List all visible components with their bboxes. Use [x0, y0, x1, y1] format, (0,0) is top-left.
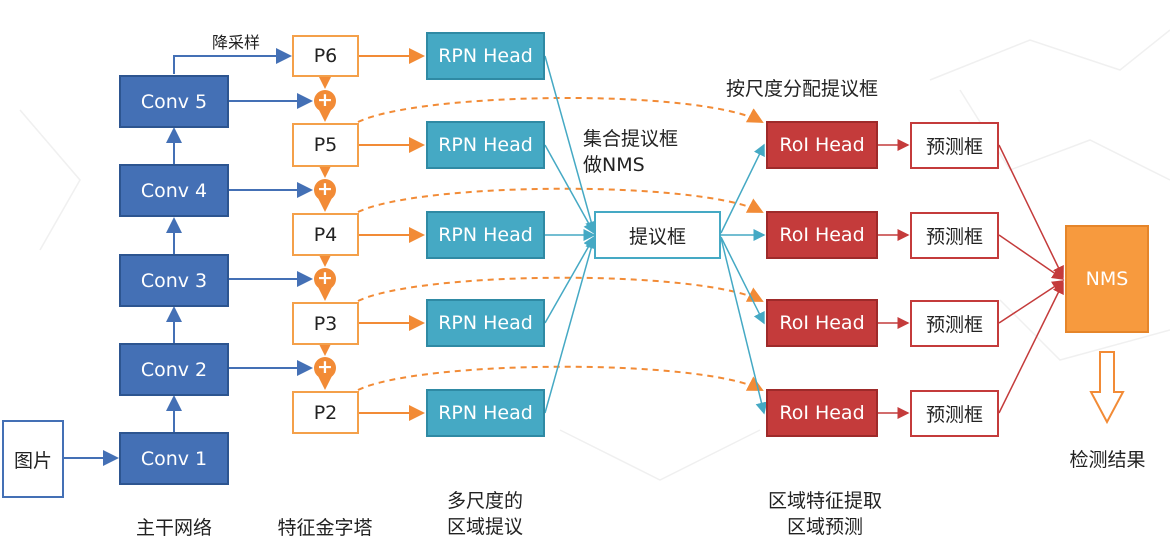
backbone-title: 主干网络 — [135, 517, 212, 539]
nms-note-line2: 做NMS — [583, 154, 645, 176]
roi-head-label: RoI Head — [779, 224, 865, 246]
roi-title-line1: 区域特征提取 — [767, 490, 882, 512]
prediction-label: 预测框 — [925, 136, 983, 158]
p4-label: P4 — [313, 223, 338, 246]
roi-head-box: RoI Head — [766, 299, 878, 347]
p5-label: P5 — [313, 134, 338, 156]
prediction-box: 预测框 — [910, 300, 999, 347]
roi-head-box: RoI Head — [766, 121, 878, 169]
roi-head-label: RoI Head — [779, 134, 865, 156]
p5-box: P5 — [292, 123, 359, 167]
conv5-label: Conv 5 — [140, 90, 208, 113]
p4-box: P4 — [292, 213, 359, 256]
rpn-head-label: RPN Head — [438, 402, 533, 424]
assign-note: 按尺度分配提议框 — [725, 78, 878, 100]
conv1-box: Conv 1 — [119, 432, 229, 485]
p2-label: P2 — [313, 401, 338, 424]
roi-head-label: RoI Head — [779, 402, 865, 424]
prediction-box: 预测框 — [910, 122, 999, 169]
rpn-head-label: RPN Head — [438, 134, 533, 156]
prediction-label: 预测框 — [925, 404, 983, 426]
output-arrow-icon — [1089, 351, 1125, 425]
result-label: 检测结果 — [1069, 449, 1146, 471]
add-icon: + — [314, 90, 336, 112]
conv5-box: Conv 5 — [119, 75, 229, 128]
input-image-label: 图片 — [13, 449, 52, 472]
prediction-label: 预测框 — [925, 314, 983, 336]
rpn-head-label: RPN Head — [438, 224, 533, 246]
rpn-title-line1: 多尺度的 — [446, 490, 523, 512]
input-image-box: 图片 — [2, 420, 64, 498]
add-icon: + — [314, 268, 336, 290]
nms-label: NMS — [1085, 268, 1129, 290]
nms-note-line1: 集合提议框 — [583, 128, 679, 150]
roi-head-label: RoI Head — [779, 312, 865, 334]
conv4-box: Conv 4 — [119, 164, 229, 217]
conv2-label: Conv 2 — [140, 358, 208, 381]
roi-title-line2: 区域预测 — [786, 516, 863, 538]
proposal-label: 提议框 — [628, 225, 686, 248]
rpn-head-box: RPN Head — [426, 32, 545, 80]
nms-note: 集合提议框 做NMS — [583, 126, 678, 178]
downsample-label: 降采样 — [211, 33, 260, 52]
add-icon: + — [314, 357, 336, 379]
p6-label: P6 — [313, 45, 338, 67]
pyramid-title: 特征金字塔 — [277, 517, 373, 539]
conv4-label: Conv 4 — [140, 179, 208, 202]
conv2-box: Conv 2 — [119, 343, 229, 396]
rpn-head-box: RPN Head — [426, 389, 545, 437]
roi-title: 区域特征提取 区域预测 — [745, 488, 905, 540]
nms-box: NMS — [1065, 225, 1149, 333]
prediction-box: 预测框 — [910, 390, 999, 437]
rpn-head-label: RPN Head — [438, 45, 533, 67]
add-icon: + — [314, 179, 336, 201]
roi-head-box: RoI Head — [766, 389, 878, 437]
rpn-title-line2: 区域提议 — [446, 516, 523, 538]
rpn-head-label: RPN Head — [438, 312, 533, 334]
conv1-label: Conv 1 — [140, 447, 208, 470]
rpn-title: 多尺度的 区域提议 — [425, 488, 545, 540]
conv3-box: Conv 3 — [119, 254, 229, 307]
p3-label: P3 — [313, 312, 338, 335]
roi-head-box: RoI Head — [766, 211, 878, 259]
prediction-label: 预测框 — [925, 226, 983, 248]
rpn-head-box: RPN Head — [426, 211, 545, 259]
prediction-box: 预测框 — [910, 212, 999, 259]
rpn-head-box: RPN Head — [426, 121, 545, 169]
conv3-label: Conv 3 — [140, 269, 208, 292]
proposal-box: 提议框 — [594, 211, 721, 259]
p6-box: P6 — [292, 35, 359, 77]
rpn-head-box: RPN Head — [426, 299, 545, 347]
p2-box: P2 — [292, 391, 359, 434]
p3-box: P3 — [292, 302, 359, 345]
